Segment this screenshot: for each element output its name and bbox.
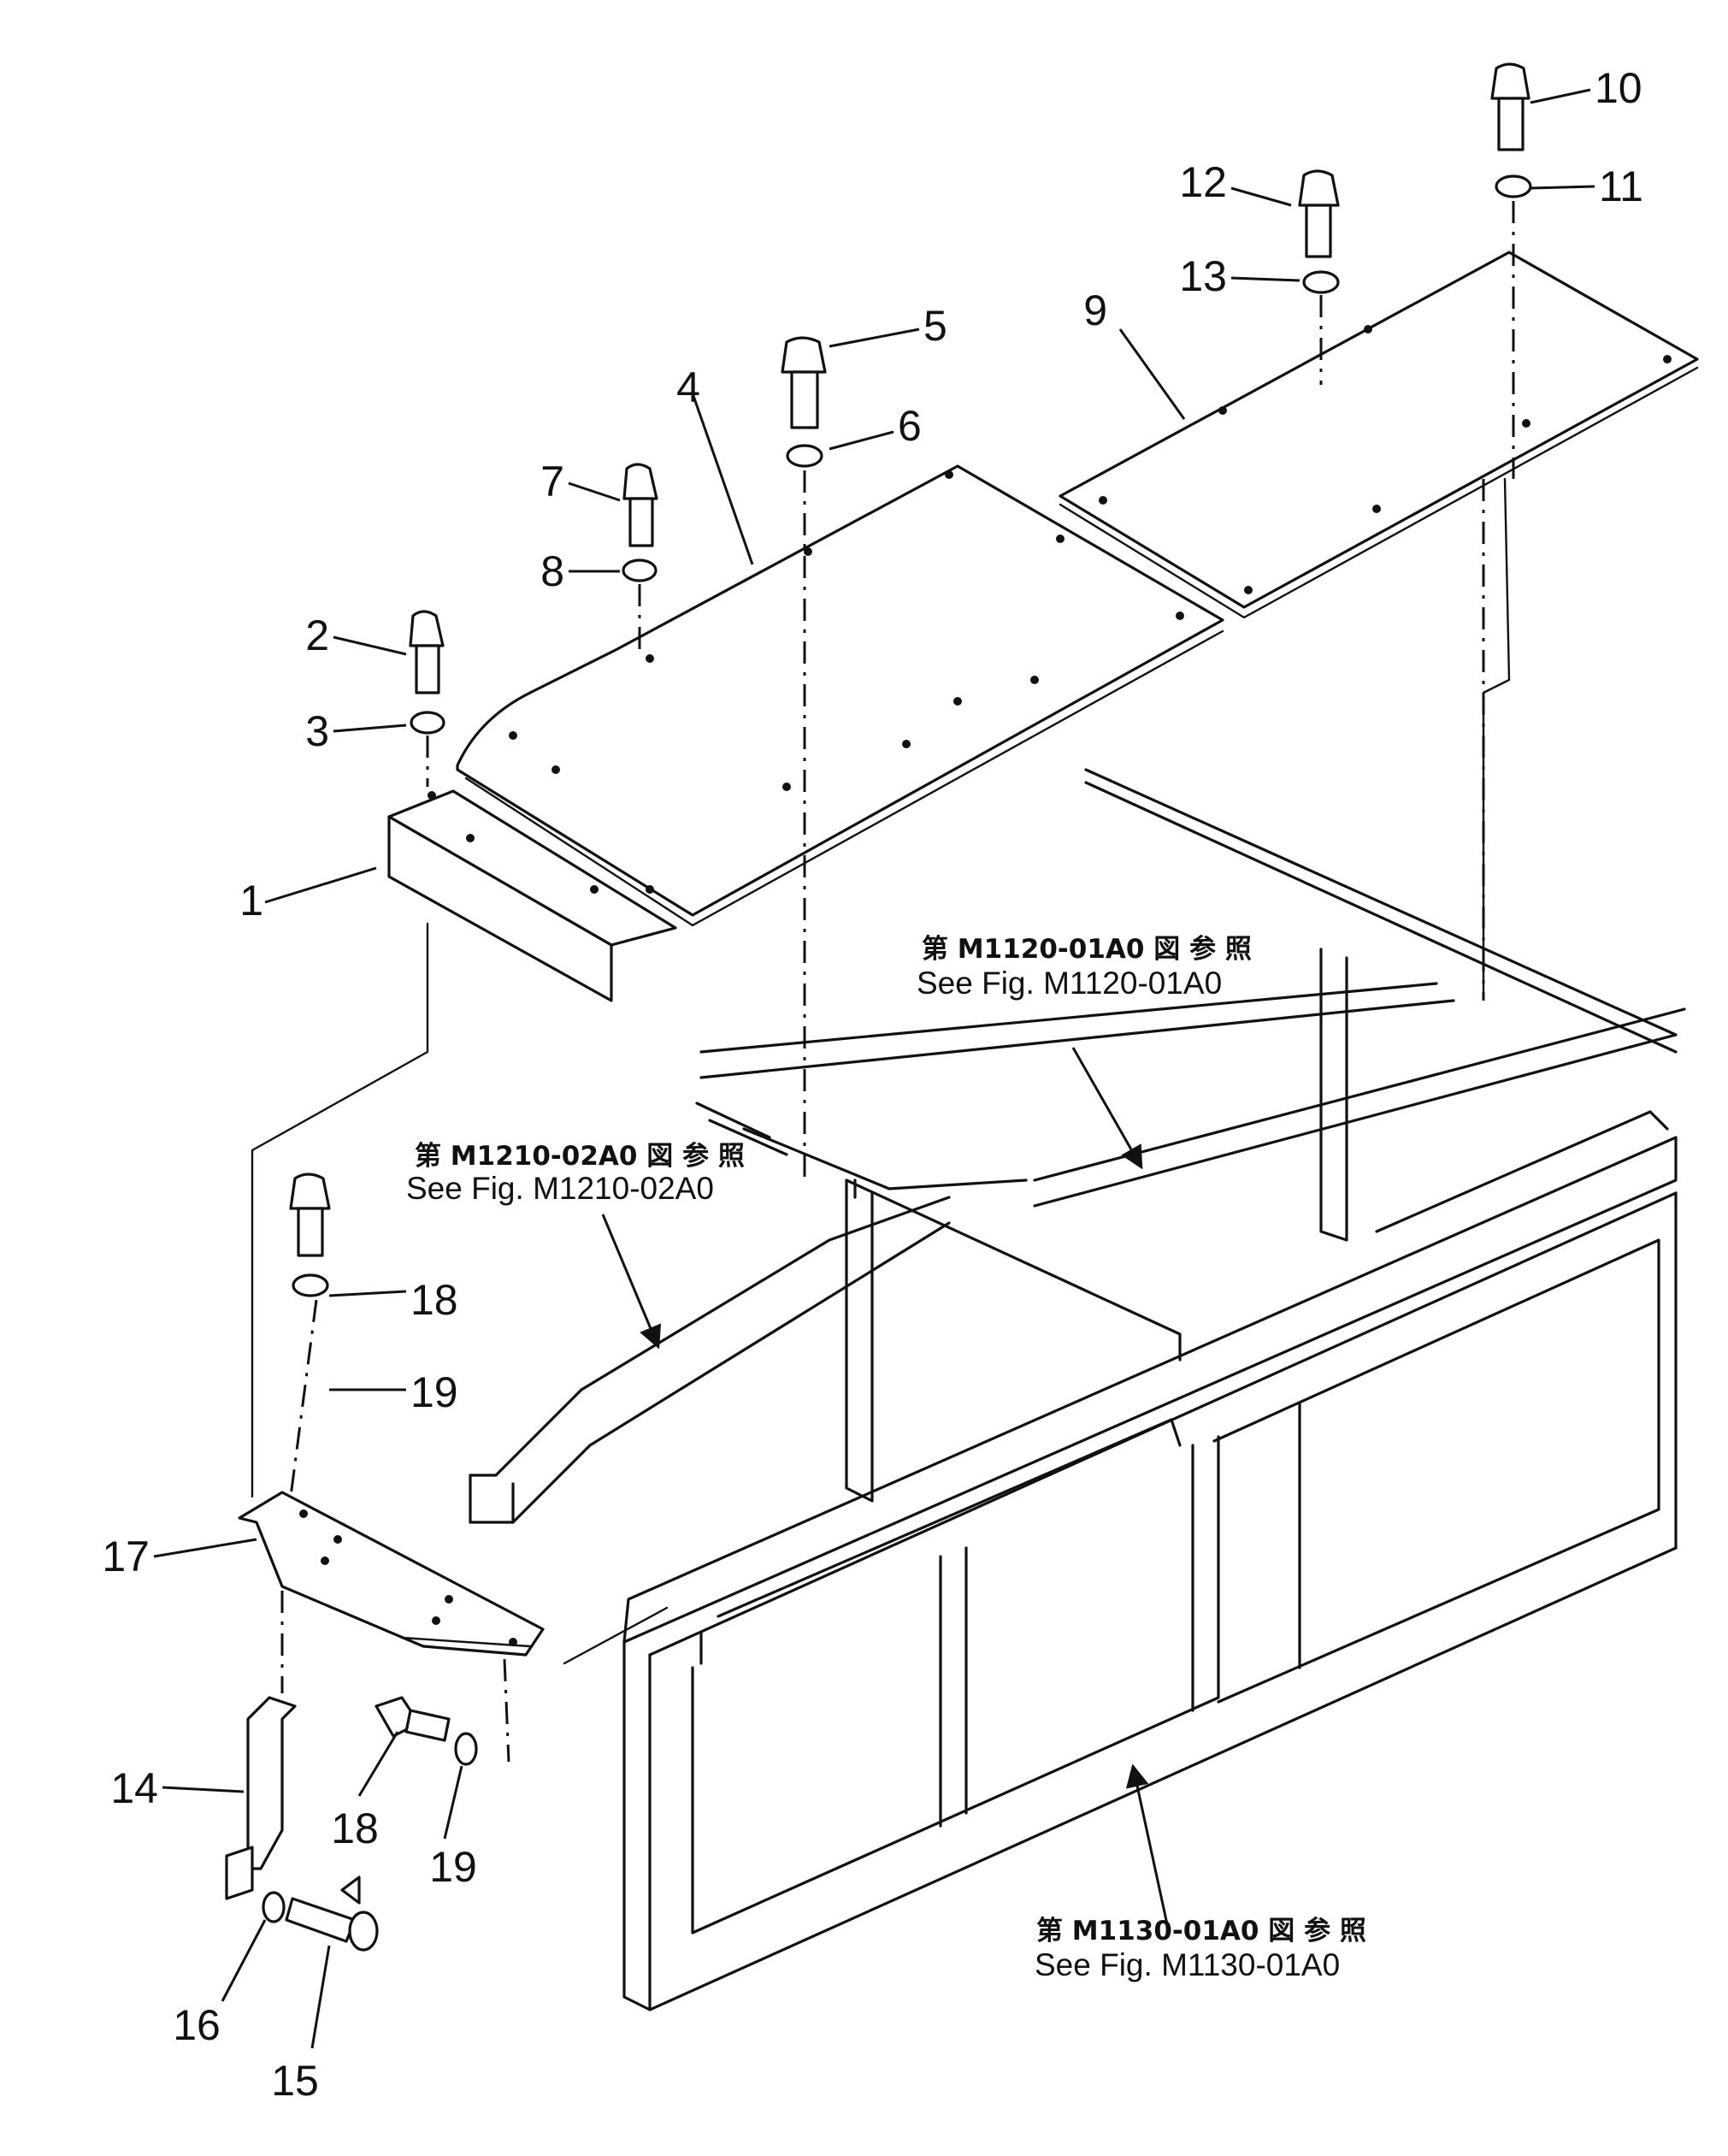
ref-m1210-jp: 第 M1210-02A0 図 参 照 xyxy=(415,1141,745,1172)
label-part-10: 10 xyxy=(1595,64,1642,112)
ref-m1120-jp: 第 M1120-01A0 図 参 照 xyxy=(922,934,1252,965)
label-part-17: 17 xyxy=(102,1533,150,1580)
label-part-19-upper: 19 xyxy=(410,1368,458,1416)
label-part-12: 12 xyxy=(1179,158,1227,206)
ref-m1130-jp: 第 M1130-01A0 図 参 照 xyxy=(1036,1916,1366,1946)
label-part-2: 2 xyxy=(305,611,329,659)
label-part-6: 6 xyxy=(898,402,922,450)
label-part-7: 7 xyxy=(540,458,564,505)
side-frame-assembly xyxy=(622,1110,1678,2011)
leader-lines xyxy=(153,88,1595,2049)
upper-frame-assembly xyxy=(695,768,1686,1503)
label-part-9: 9 xyxy=(1083,286,1107,334)
label-part-15: 15 xyxy=(271,2057,319,2105)
label-part-13: 13 xyxy=(1179,252,1227,300)
label-part-11: 11 xyxy=(1599,162,1643,210)
reference-arrows xyxy=(601,1047,1169,1925)
label-part-3: 3 xyxy=(305,707,329,755)
label-part-8: 8 xyxy=(540,547,564,595)
label-part-1: 1 xyxy=(239,877,263,924)
label-part-19-lower: 19 xyxy=(429,1843,477,1891)
part-4-floor-plate xyxy=(456,464,1224,927)
ref-m1210-en: See Fig. M1210-02A0 xyxy=(406,1171,714,1206)
label-part-14: 14 xyxy=(110,1764,158,1812)
alignment-lines xyxy=(251,201,1515,1763)
ref-m1120-en: See Fig. M1120-01A0 xyxy=(917,966,1222,1001)
label-part-5: 5 xyxy=(923,302,947,350)
reference-callouts: 第 M1120-01A0 図 参 照 See Fig. M1120-01A0 第… xyxy=(406,934,1366,1982)
side-rail-m1210 xyxy=(469,1196,951,1524)
part-9-rear-plate xyxy=(1059,251,1699,619)
part-17-lower-plate xyxy=(238,1491,545,1657)
part-number-labels: 1 2 3 4 5 6 7 8 9 10 11 12 13 14 15 16 1… xyxy=(102,64,1643,2105)
label-part-18-lower: 18 xyxy=(331,1805,379,1852)
label-part-4: 4 xyxy=(676,363,700,411)
label-part-16: 16 xyxy=(173,2001,221,2049)
label-part-18-upper: 18 xyxy=(410,1276,458,1324)
part-1-front-bracket xyxy=(387,789,677,1002)
ref-m1130-en: See Fig. M1130-01A0 xyxy=(1035,1947,1340,1982)
bolts-and-washers xyxy=(262,62,1532,1952)
part-14-bracket xyxy=(225,1696,297,1900)
